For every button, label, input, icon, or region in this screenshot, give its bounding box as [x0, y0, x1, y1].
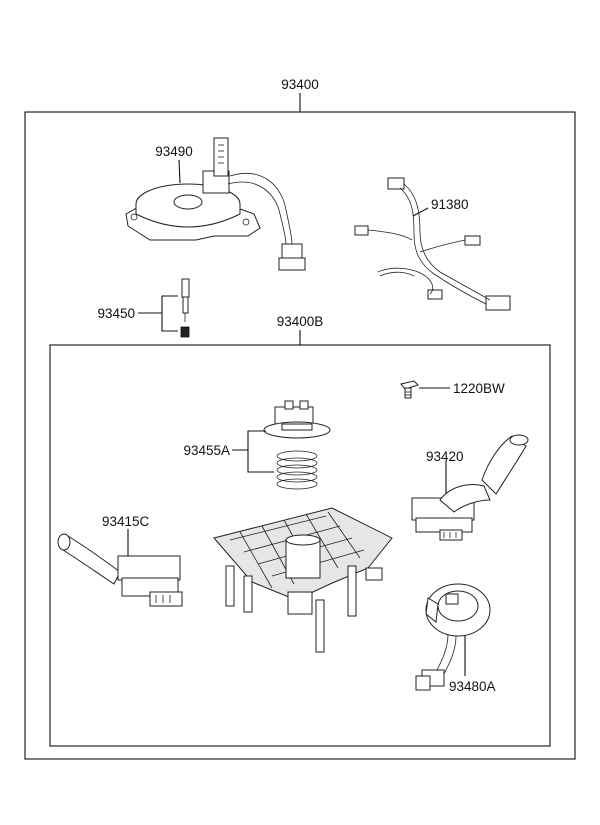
subassembly-label: 93400B	[277, 314, 324, 329]
light-switch-label: 93415C	[102, 514, 150, 529]
clock-spring-illustration	[125, 137, 306, 271]
wiring-harness-illustration	[354, 177, 511, 311]
pin-set-bracket	[138, 295, 178, 332]
spring-plate-illustration	[263, 400, 331, 490]
light-switch-illustration	[57, 533, 183, 607]
spring-plate-label: 93455A	[183, 443, 230, 458]
clock-spring-label: 93490	[155, 144, 193, 159]
wiring-harness-leader	[412, 207, 429, 217]
pin-set-illustration	[180, 278, 190, 338]
screw-illustration	[400, 380, 419, 399]
clock-spring-leader	[178, 159, 181, 184]
wiper-switch-label: 93420	[426, 449, 464, 464]
switch-body-illustration	[213, 507, 393, 653]
contact-ring-illustration	[415, 583, 491, 691]
wiring-harness-label: 91380	[431, 197, 469, 212]
contact-ring-label: 93480A	[449, 679, 496, 694]
spring-plate-bracket	[232, 430, 274, 473]
screw-label: 1220BW	[453, 381, 505, 396]
wiper-switch-illustration	[411, 434, 529, 541]
assembly-label: 93400	[281, 77, 319, 92]
pin-set-label: 93450	[97, 306, 135, 321]
